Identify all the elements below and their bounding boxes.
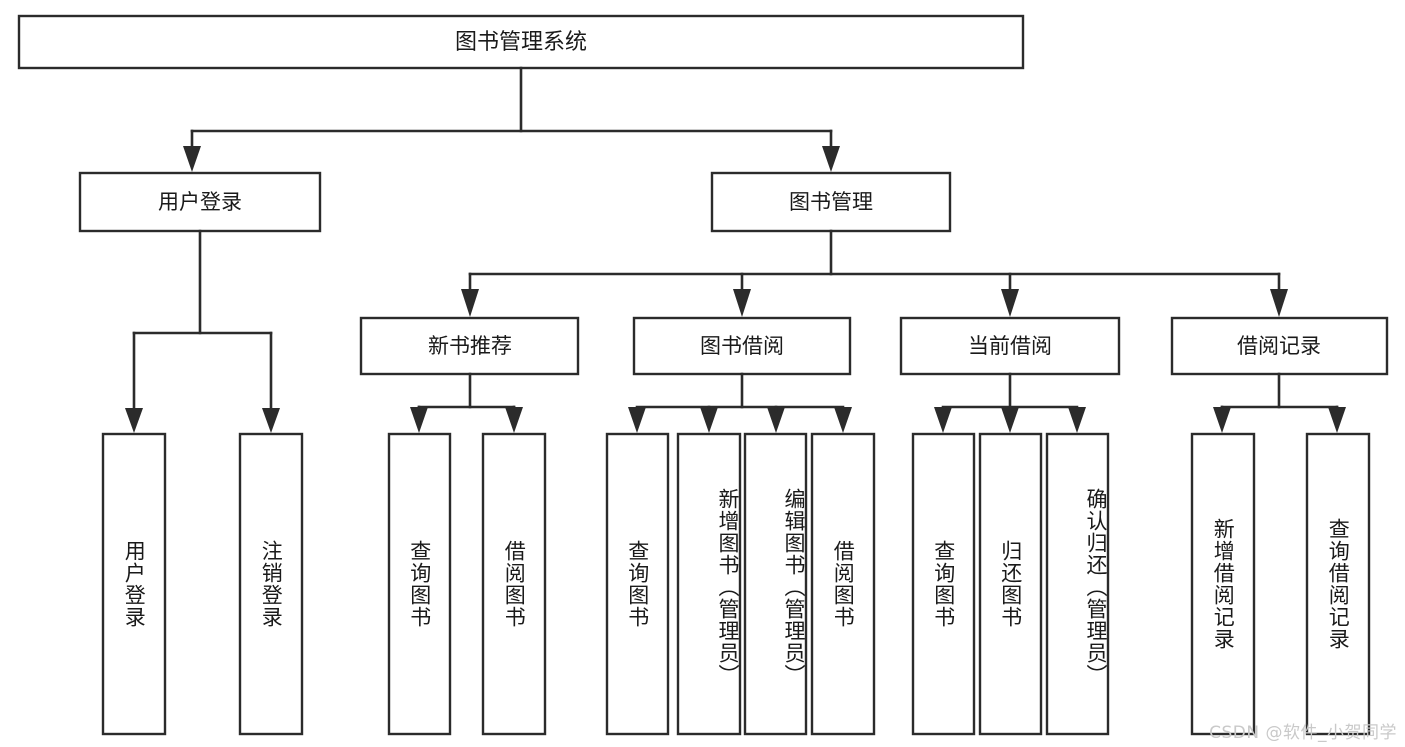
arrowhead-record-l2-icon [1328,407,1346,433]
arrowhead-root-to-bookmgmt-icon [822,146,840,172]
node-book-management[interactable]: 图书管理 [710,171,952,233]
csdn-watermark: CSDN @软件_小贺同学 [1209,723,1397,743]
node-book-management-label: 图书管理 [789,190,873,214]
arrowhead-login-leaf2-icon [262,408,280,433]
leaf-box-current-3[interactable] [1045,432,1110,736]
arrowhead-root-to-login-icon [183,146,201,172]
node-book-borrow-box[interactable] [632,316,852,376]
leaf-box-record-1[interactable] [1190,432,1256,736]
leaf-box-borrow-1[interactable] [605,432,670,736]
node-book-borrow[interactable]: 图书借阅 [632,316,852,376]
arrowhead-borrow-l1-icon [628,407,646,433]
node-current-borrow-box[interactable] [899,316,1121,376]
node-new-book-recommend[interactable]: 新书推荐 [359,316,580,376]
leaf-box-current-1[interactable] [911,432,976,736]
leaf-box-borrow-3[interactable] [743,432,808,736]
node-borrow-record[interactable]: 借阅记录 [1170,316,1389,376]
arrowhead-record-l1-icon [1213,407,1231,433]
node-book-borrow-label: 图书借阅 [700,334,784,358]
node-new-book-recommend-label: 新书推荐 [428,334,512,358]
leaf-box-recommend-1[interactable] [387,432,452,736]
leaf-box-recommend-2[interactable] [481,432,547,736]
leaf-box-borrow-4[interactable] [810,432,876,736]
node-book-management-box[interactable] [710,171,952,233]
node-user-login[interactable]: 用户登录 [78,171,322,233]
node-current-borrow[interactable]: 当前借阅 [899,316,1121,376]
leaf-box-current-2[interactable] [978,432,1043,736]
arrowhead-borrow-l4-icon [834,407,852,433]
arrowhead-borrow-l2-icon [700,407,718,433]
node-borrow-record-label: 借阅记录 [1237,334,1321,358]
node-new-book-recommend-box[interactable] [359,316,580,376]
arrowhead-login-leaf1-icon [125,408,143,433]
node-current-borrow-label: 当前借阅 [968,334,1052,358]
leaf-box-user-login-1[interactable] [101,432,167,736]
leaf-box-borrow-2[interactable] [676,432,742,736]
node-root-box[interactable] [17,14,1025,70]
arrowhead-bookmgmt-c3-icon [1001,289,1019,317]
node-user-login-label: 用户登录 [158,190,242,214]
arrowhead-bookmgmt-c1-icon [461,289,479,317]
arrowhead-current-l1-icon [934,407,952,433]
arrowhead-bookmgmt-c4-icon [1270,289,1288,317]
node-root-label: 图书管理系统 [455,30,587,55]
arrowhead-current-l2-icon [1001,407,1019,433]
node-borrow-record-box[interactable] [1170,316,1389,376]
node-root[interactable]: 图书管理系统 [17,14,1025,70]
arrowhead-recommend-l2-icon [505,407,523,433]
leaf-box-record-2[interactable] [1305,432,1371,736]
arrowhead-recommend-l1-icon [410,407,428,433]
leaf-box-user-login-2[interactable] [238,432,304,736]
arrowhead-current-l3-icon [1068,407,1086,433]
arrowhead-bookmgmt-c2-icon [733,289,751,317]
arrowhead-borrow-l3-icon [767,407,785,433]
